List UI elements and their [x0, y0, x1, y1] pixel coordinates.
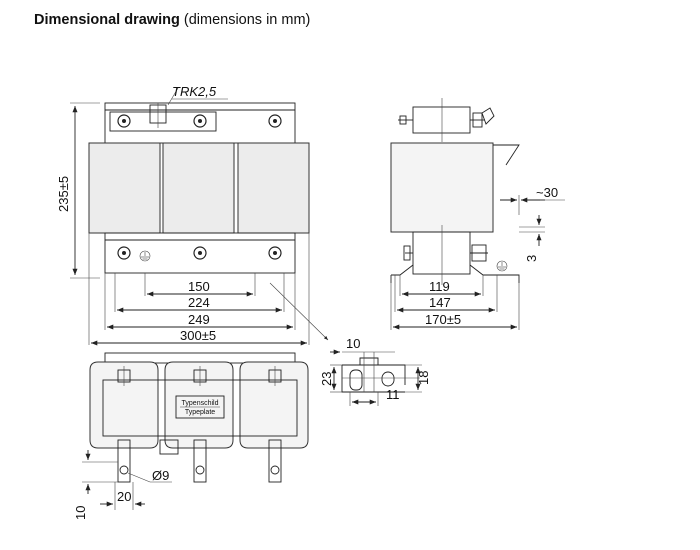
- side-view: ~30 3 119 147 170±5: [390, 98, 565, 330]
- mounting-rail: [104, 232, 296, 274]
- top-view: Typenschild Typeplate Ø9 20 10: [73, 352, 309, 520]
- lug-edge-dimension: 10: [73, 506, 88, 520]
- height-dimension: 235±5: [56, 176, 71, 212]
- side-offset-dimension: ~30: [536, 185, 558, 200]
- coil-1: [88, 142, 161, 234]
- side-dim-119: 119: [429, 279, 450, 294]
- detail-dim-18: 18: [416, 371, 431, 385]
- dim-150: 150: [188, 279, 210, 294]
- detail-view: 10 23 18 11: [319, 336, 431, 406]
- dim-249: 249: [188, 312, 210, 327]
- hole-diameter: Ø9: [152, 468, 169, 483]
- coil-3: [237, 142, 310, 234]
- nameplate: Typenschild Typeplate: [175, 395, 225, 419]
- dim-300: 300±5: [180, 328, 216, 343]
- nameplate-line2: Typeplate: [185, 409, 215, 416]
- side-ground-symbol: [496, 260, 508, 272]
- detail-dim-23: 23: [319, 372, 334, 386]
- drawing-title: Dimensional drawing (dimensions in mm): [34, 12, 310, 28]
- bottom-terminal-screws: [117, 246, 282, 260]
- top-view-lugs: [117, 439, 282, 483]
- drawing-title-units: (dimensions in mm): [183, 12, 311, 28]
- drawing-title-bold: Dimensional drawing: [34, 12, 180, 28]
- top-terminal-screws: [117, 114, 282, 128]
- detail-dim-10: 10: [346, 336, 360, 351]
- side-dim-170: 170±5: [425, 312, 461, 327]
- nameplate-line1: Typenschild: [182, 400, 219, 407]
- terminal-block-label: TRK2,5: [172, 84, 217, 99]
- top-view-studs: [117, 366, 282, 386]
- detail-dim-11: 11: [386, 387, 400, 402]
- side-dim-147: 147: [429, 295, 451, 310]
- ground-symbol: [139, 250, 151, 262]
- side-foot-dimension: 3: [524, 255, 539, 262]
- front-view: TRK2,5 235±5: [56, 84, 329, 346]
- dim-224: 224: [188, 295, 210, 310]
- coil-2: [162, 142, 235, 234]
- lug-width-dimension: 20: [117, 489, 131, 504]
